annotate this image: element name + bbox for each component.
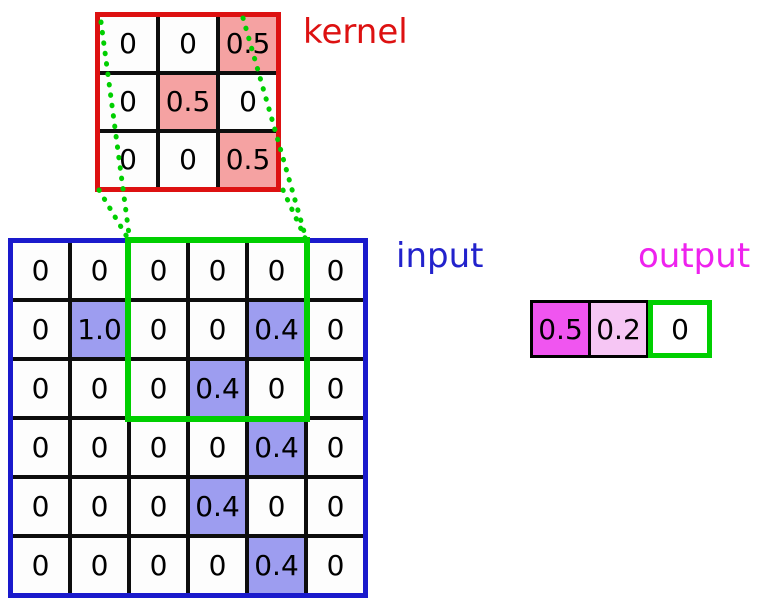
kernel-cell: 0.5	[220, 17, 276, 71]
input-cell: 0.4	[249, 538, 304, 593]
input-cell: 0	[249, 243, 304, 298]
output-label: output	[638, 236, 751, 276]
input-cell: 0	[13, 361, 68, 416]
input-cell: 0	[131, 479, 186, 534]
kernel-cell: 0	[160, 133, 216, 187]
input-cell: 0	[190, 302, 245, 357]
input-cell: 0	[72, 361, 127, 416]
input-cell: 0	[190, 538, 245, 593]
input-cell: 0.4	[190, 361, 245, 416]
kernel-cell: 0.5	[160, 75, 216, 129]
kernel-cell: 0.5	[220, 133, 276, 187]
input-cell: 0	[72, 479, 127, 534]
input-cell: 0	[131, 420, 186, 475]
input-cell: 0	[13, 302, 68, 357]
input-label: input	[396, 236, 484, 276]
input-grid: 0 0 0 0 0 0 0 1.0 0 0 0.4 0 0 0 0 0.4 0 …	[8, 238, 368, 598]
input-cell: 0.4	[190, 479, 245, 534]
input-cell: 0	[308, 420, 363, 475]
input-cell: 0	[308, 302, 363, 357]
input-cell: 0	[308, 479, 363, 534]
input-cell: 0	[249, 361, 304, 416]
input-cell: 0	[190, 243, 245, 298]
kernel-cell: 0	[100, 75, 156, 129]
input-cell: 1.0	[72, 302, 127, 357]
input-cell: 0	[72, 538, 127, 593]
input-cell: 0	[13, 479, 68, 534]
output-cell: 0.5	[530, 300, 591, 358]
output-cell: 0.2	[588, 300, 649, 358]
kernel-label: kernel	[303, 12, 408, 52]
input-cell: 0	[249, 479, 304, 534]
output-cell-current: 0	[648, 300, 712, 358]
input-cell: 0	[131, 243, 186, 298]
input-cell: 0.4	[249, 420, 304, 475]
input-cell: 0.4	[249, 302, 304, 357]
input-cell: 0	[72, 243, 127, 298]
kernel-cell: 0	[160, 17, 216, 71]
kernel-cell: 0	[100, 133, 156, 187]
input-cell: 0	[13, 243, 68, 298]
input-cell: 0	[131, 361, 186, 416]
kernel-cell: 0	[220, 75, 276, 129]
input-cell: 0	[131, 302, 186, 357]
output-row: 0.5 0.2 0	[530, 300, 712, 358]
input-cell: 0	[13, 538, 68, 593]
input-cell: 0	[308, 361, 363, 416]
input-cell: 0	[131, 538, 186, 593]
input-cell: 0	[308, 243, 363, 298]
input-cell: 0	[13, 420, 68, 475]
kernel-cell: 0	[100, 17, 156, 71]
input-cell: 0	[72, 420, 127, 475]
kernel-grid: 0 0 0.5 0 0.5 0 0 0 0.5	[95, 12, 281, 192]
input-cell: 0	[308, 538, 363, 593]
input-cell: 0	[190, 420, 245, 475]
